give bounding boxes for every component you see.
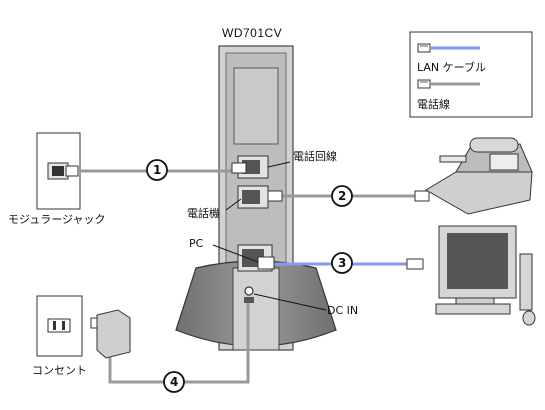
- device-model: WD701CV: [222, 26, 283, 40]
- step-number-1: 1: [153, 163, 162, 177]
- outlet-icon: [36, 295, 83, 357]
- phone-port-label: 電話機: [187, 207, 220, 220]
- step-number-3: 3: [338, 256, 347, 270]
- legend-box: [409, 31, 533, 118]
- leader-phone: [225, 198, 242, 211]
- plug-3: [257, 256, 275, 270]
- step-number-4: 4: [170, 375, 179, 389]
- step-marker-2: [331, 185, 353, 207]
- leader-line: [267, 161, 291, 168]
- plug-1: [231, 162, 247, 174]
- router-device: [175, 45, 337, 351]
- pc-port-label: PC: [189, 237, 204, 250]
- modular-jack-label: モジュラージャック: [8, 213, 106, 226]
- lan-plug-icon: [417, 43, 431, 53]
- outlet-label: コンセント: [32, 364, 87, 377]
- phone-legend-label: 電話線: [417, 98, 450, 111]
- modular-jack: [36, 132, 81, 210]
- step-number-2: 2: [338, 189, 347, 203]
- ac-adapter-icon: [90, 309, 131, 359]
- step-marker-4: [163, 371, 185, 393]
- step-marker-3: [331, 252, 353, 274]
- phone-plug-icon: [417, 79, 431, 89]
- leader-dc: [253, 293, 327, 311]
- plug-2: [267, 190, 283, 202]
- step-marker-1: [146, 159, 168, 181]
- plug-3b: [406, 258, 424, 270]
- dc-in-label: DC IN: [327, 304, 359, 317]
- leader-pc: [212, 244, 259, 263]
- pc-icon: [435, 225, 536, 326]
- dc-jack: [244, 286, 254, 296]
- plug-2b: [414, 190, 430, 202]
- lan-legend-label: LAN ケーブル: [417, 61, 486, 74]
- line-port-label: 電話回線: [293, 150, 337, 163]
- telephone-icon: [425, 137, 533, 215]
